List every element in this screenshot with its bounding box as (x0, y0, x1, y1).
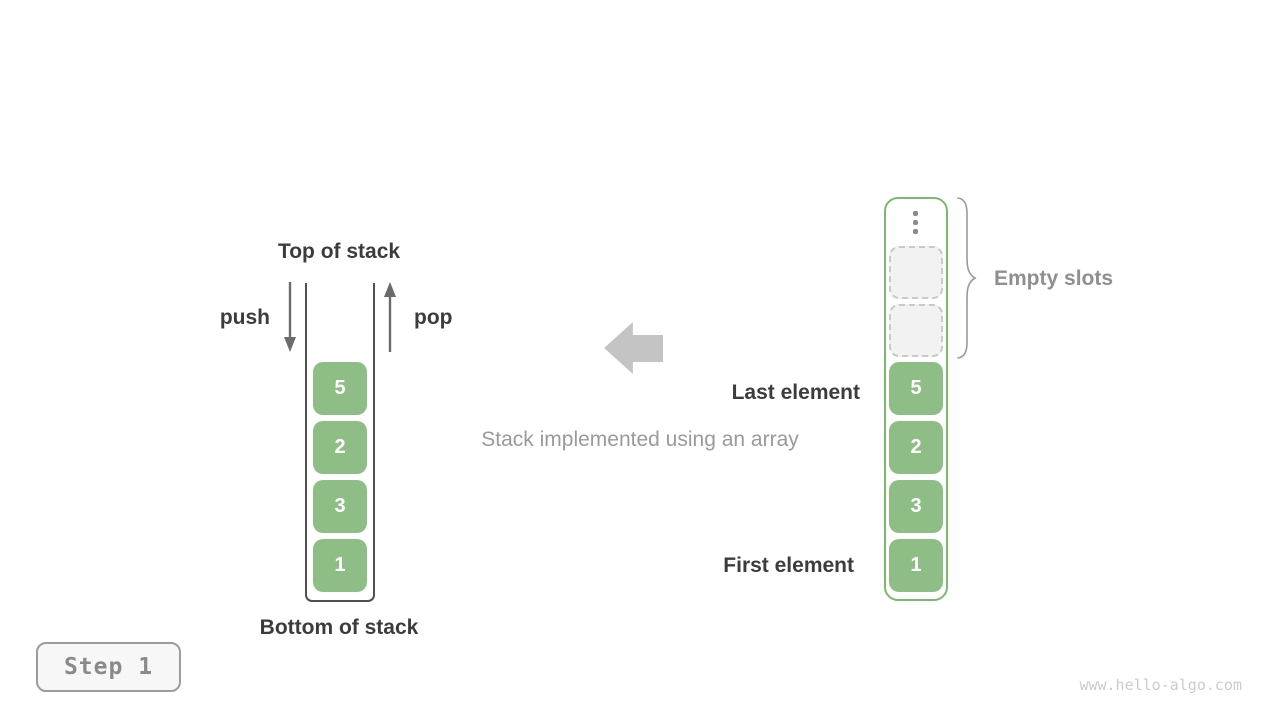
pop-arrow-icon (384, 282, 396, 352)
stack-cell: 1 (313, 539, 367, 592)
stack-cell: 3 (313, 480, 367, 533)
brace-icon (957, 197, 977, 359)
push-arrow-icon (284, 282, 296, 352)
last-element-label: Last element (731, 381, 860, 404)
ellipsis-icon (913, 211, 919, 234)
left-arrow-icon (604, 322, 663, 374)
empty-slots-label: Empty slots (994, 267, 1114, 290)
array-cell: 5 (889, 362, 943, 415)
stack-cell: 5 (313, 362, 367, 415)
stack-cell: 2 (313, 421, 367, 474)
array-cell: 3 (889, 480, 943, 533)
watermark: www.hello-algo.com (1079, 676, 1242, 694)
top-of-stack-label: Top of stack (277, 240, 401, 263)
step-badge: Step 1 (36, 642, 181, 692)
first-element-label: First element (723, 554, 854, 577)
step-label: Step 1 (63, 654, 154, 680)
bottom-of-stack-label: Bottom of stack (259, 616, 419, 639)
empty-slot (889, 246, 943, 299)
diagram-caption: Stack implemented using an array (481, 428, 799, 451)
array-cell: 1 (889, 539, 943, 592)
empty-slot (889, 304, 943, 357)
push-label: push (219, 306, 270, 329)
stack-container (305, 283, 375, 602)
array-cell: 2 (889, 421, 943, 474)
pop-label: pop (414, 306, 453, 329)
